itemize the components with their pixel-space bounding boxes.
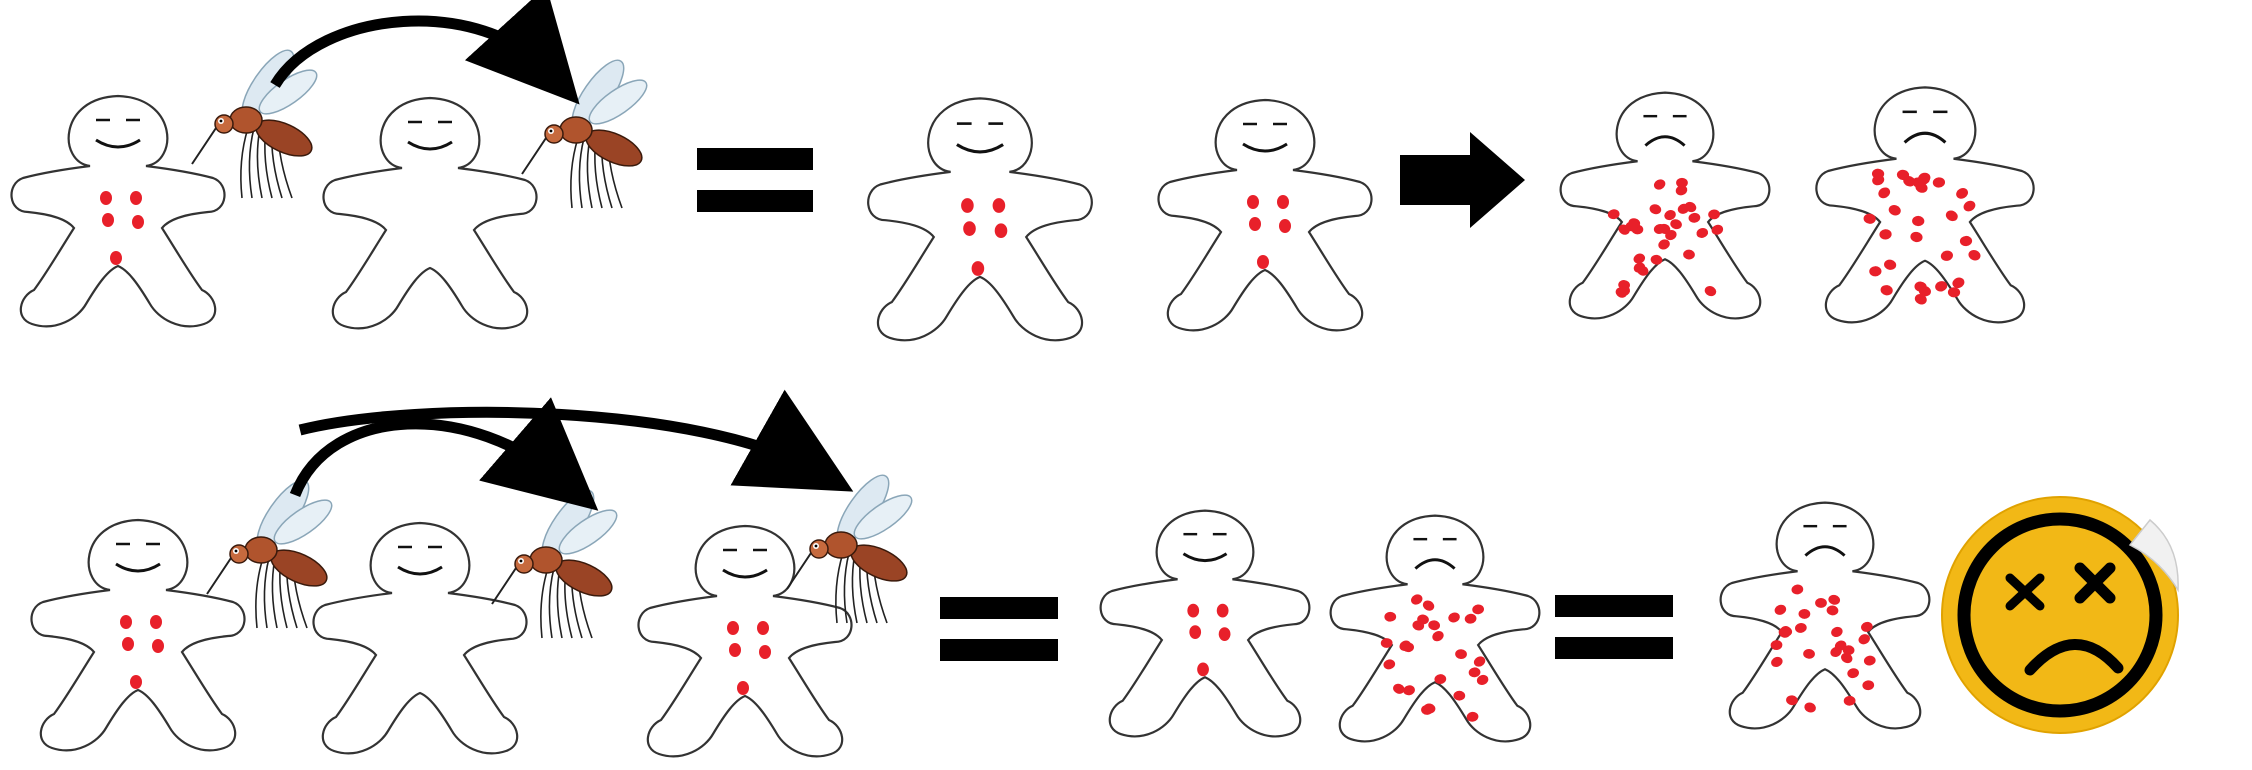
infection-spot [1257,255,1269,269]
mosquito-proboscis [192,128,216,164]
mosquito-head [515,555,533,573]
infection-spot [1249,217,1261,231]
mosquito-head [215,115,233,133]
infection-spot [150,615,162,629]
infection-spot [759,645,771,659]
row1-healthy-person [324,98,537,328]
row1-result-person-1 [868,98,1092,340]
row1-equals-sign [697,148,813,212]
arrows-layer [275,21,815,495]
infection-spot [1187,604,1199,618]
row2-infected-person [32,520,245,750]
row2-equals-sign-2 [1555,595,1673,659]
infection-spot [1277,195,1289,209]
infection-spot [1197,663,1209,677]
infection-spot [1803,701,1817,714]
infection-spot [727,621,739,635]
row2-transmission-arrow-1 [295,424,565,495]
infection-spot [122,637,134,651]
mosquito-head [810,540,828,558]
row2-result-person-2 [1331,516,1540,742]
row1-outcome-person-2 [1816,87,2033,322]
row2-outcome-person [1721,503,1930,729]
infection-spot [100,191,112,205]
infection-spot [1279,219,1291,233]
infection-spot [1217,604,1229,618]
row2-healthy-person [314,523,527,753]
infection-spot [130,675,142,689]
dead-face-sticker-icon [1942,497,2178,733]
infection-spot [1247,195,1259,209]
mosquito-proboscis [207,558,231,594]
mosquito-proboscis [522,138,546,174]
infection-spot [961,198,974,213]
row2-result-person-1 [1101,511,1310,737]
infection-spot [152,639,164,653]
mosquito-head [545,125,563,143]
row1-progression-arrow [1400,132,1525,228]
row1-mosquito-2 [522,53,653,208]
infection-spot [1453,691,1465,701]
infection-spot [132,215,144,229]
mosquito-head [230,545,248,563]
row1-outcome-person-1 [1561,93,1770,319]
infection-spot [963,221,976,236]
row2-equals-sign-1 [940,597,1058,661]
row2-transmission-arrow-2 [300,412,815,470]
infection-spot [102,213,114,227]
infection-spot [993,198,1006,213]
infection-spot [1189,625,1201,639]
row1-mosquito-1 [192,43,323,198]
infection-spot [1219,627,1231,641]
infection-spot [110,251,122,265]
infection-spot [757,621,769,635]
infection-spot [130,191,142,205]
infection-spot [972,261,985,276]
row1-result-person-2 [1159,100,1372,330]
row2-infected-person-2 [639,526,852,756]
mosquito-proboscis [492,568,516,604]
infection-spot [995,223,1008,238]
row1-infected-person [12,96,225,326]
infection-spot [120,615,132,629]
infection-spot [729,643,741,657]
row2-mosquito-3 [787,468,918,623]
infection-spot [737,681,749,695]
